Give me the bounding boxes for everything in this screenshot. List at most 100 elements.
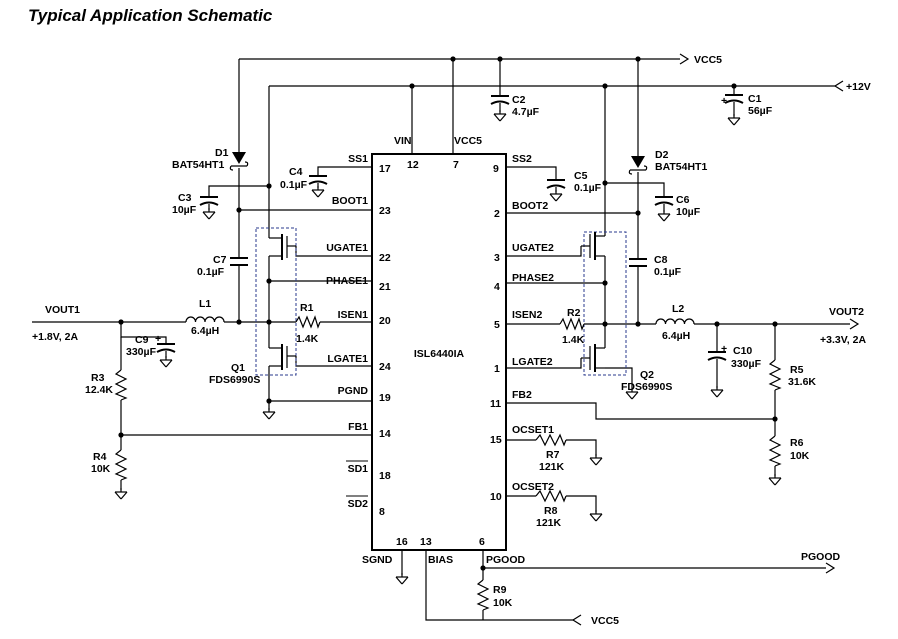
- c7-ref: C7: [213, 254, 227, 266]
- r1-value: 1.4K: [296, 333, 319, 345]
- r6-resistor: [768, 435, 782, 467]
- d2-value: BAT54HT1: [655, 161, 707, 173]
- wires-right: [506, 166, 850, 512]
- c7-capacitor: [230, 257, 248, 266]
- pin-label-pgnd: PGND: [338, 385, 369, 397]
- pin-num-isen2: 5: [494, 319, 500, 331]
- pin-label-fb1: FB1: [348, 421, 368, 433]
- net-vout1-spec: +1.8V, 2A: [32, 331, 78, 343]
- c7-value: 0.1µF: [197, 266, 225, 278]
- d2-ref: D2: [655, 149, 669, 161]
- r9-value: 10K: [493, 597, 513, 609]
- ic-name: ISL6440IA: [414, 348, 465, 360]
- pin-num-ss2: 9: [493, 163, 499, 175]
- svg-text:+: +: [721, 95, 727, 107]
- c5-capacitor: [546, 179, 566, 202]
- r2-resistor: [559, 317, 585, 331]
- r9-resistor: [476, 579, 490, 611]
- c5-value: 0.1µF: [574, 182, 602, 194]
- c4-capacitor: [308, 175, 328, 198]
- l1-value: 6.4µH: [191, 325, 219, 337]
- r5-resistor: [768, 359, 782, 391]
- l1-ref: L1: [199, 298, 211, 310]
- d1-diode: [229, 152, 249, 171]
- vcc5-arrow: [679, 53, 690, 65]
- c4-ref: C4: [289, 166, 303, 178]
- net-vcc5-bottom: VCC5: [591, 615, 619, 627]
- r4-ref: R4: [93, 451, 107, 463]
- pin-label-boot1: BOOT1: [332, 195, 368, 207]
- c3-ref: C3: [178, 192, 192, 204]
- pin-num-fb1: 14: [379, 428, 391, 440]
- pin-num-ocset2: 10: [490, 491, 502, 503]
- pin-num-fb2: 11: [490, 398, 501, 410]
- c3-value: 10µF: [172, 204, 197, 216]
- wires-bottom: [401, 550, 826, 621]
- pin-num-isen1: 20: [379, 315, 391, 327]
- q2-mosfets: [581, 232, 596, 372]
- pin-num-ugate2: 3: [494, 252, 500, 264]
- r7-resistor: [535, 433, 567, 447]
- pin-label-isen1: ISEN1: [338, 309, 369, 321]
- pin-label-lgate1: LGATE1: [327, 353, 368, 365]
- net-pgood: PGOOD: [801, 551, 841, 563]
- pin-num-phase1: 21: [379, 281, 391, 293]
- v12-arrow: [833, 80, 844, 92]
- pin-label-ocset2: OCSET2: [512, 481, 554, 493]
- pin-label-isen2: ISEN2: [512, 309, 543, 321]
- q1-package-outline: [255, 227, 297, 376]
- c1-capacitor: +: [721, 94, 744, 126]
- c8-capacitor: [629, 258, 647, 267]
- pin-num-lgate2: 1: [494, 363, 500, 375]
- c2-ref: C2: [512, 94, 526, 106]
- pin-label-pgood: PGOOD: [486, 554, 526, 566]
- pin-label-sd2: SD2: [348, 498, 369, 510]
- d1-ref: D1: [215, 147, 229, 159]
- l2-value: 6.4µH: [662, 330, 690, 342]
- c5-ref: C5: [574, 170, 588, 182]
- r2-value: 1.4K: [562, 334, 585, 346]
- r6-value: 10K: [790, 450, 810, 462]
- r7-value: 121K: [539, 461, 565, 473]
- l2-ref: L2: [672, 303, 684, 315]
- c10-ref: C10: [733, 345, 752, 357]
- q2-ref: Q2: [640, 369, 654, 381]
- c9-capacitor: +: [155, 333, 176, 368]
- pin-num-bias: 13: [420, 536, 432, 548]
- pin-label-fb2: FB2: [512, 389, 532, 401]
- pin-label-phase2: PHASE2: [512, 272, 554, 284]
- r5-value: 31.6K: [788, 376, 816, 388]
- ic-body: [371, 153, 507, 551]
- c4-value: 0.1µF: [280, 179, 308, 191]
- r5-ref: R5: [790, 364, 804, 376]
- pgood-arrow: [825, 562, 836, 574]
- pin-num-pgood: 6: [479, 536, 485, 548]
- pin-num-vin: 12: [407, 159, 419, 171]
- r8-resistor: [535, 489, 567, 503]
- c2-capacitor: [490, 95, 510, 122]
- pin-label-ss1: SS1: [348, 153, 368, 165]
- c8-ref: C8: [654, 254, 668, 266]
- pin-label-bias: BIAS: [428, 554, 453, 566]
- pin-num-phase2: 4: [494, 281, 500, 293]
- vcc5-bottom-arrow: [571, 614, 582, 626]
- pin-label-ocset1: OCSET1: [512, 424, 554, 436]
- c10-capacitor: +: [707, 343, 727, 398]
- r7-ref: R7: [546, 449, 560, 461]
- d1-value: BAT54HT1: [172, 159, 224, 171]
- r1-resistor: [295, 315, 321, 329]
- c2-value: 4.7µF: [512, 106, 540, 118]
- q2-value: FDS6990S: [621, 381, 672, 393]
- svg-text:+: +: [721, 343, 727, 355]
- net-12v: +12V: [846, 81, 871, 93]
- c1-ref: C1: [748, 93, 762, 105]
- pin-num-sd2: 8: [379, 506, 385, 518]
- c9-ref: C9: [135, 334, 149, 346]
- r3-resistor: [114, 369, 128, 401]
- q1-mosfets: [281, 234, 296, 370]
- pin-num-boot1: 23: [379, 205, 391, 217]
- q1-value: FDS6990S: [209, 374, 260, 386]
- pin-num-ugate1: 22: [379, 252, 391, 264]
- c10-value: 330µF: [731, 358, 762, 370]
